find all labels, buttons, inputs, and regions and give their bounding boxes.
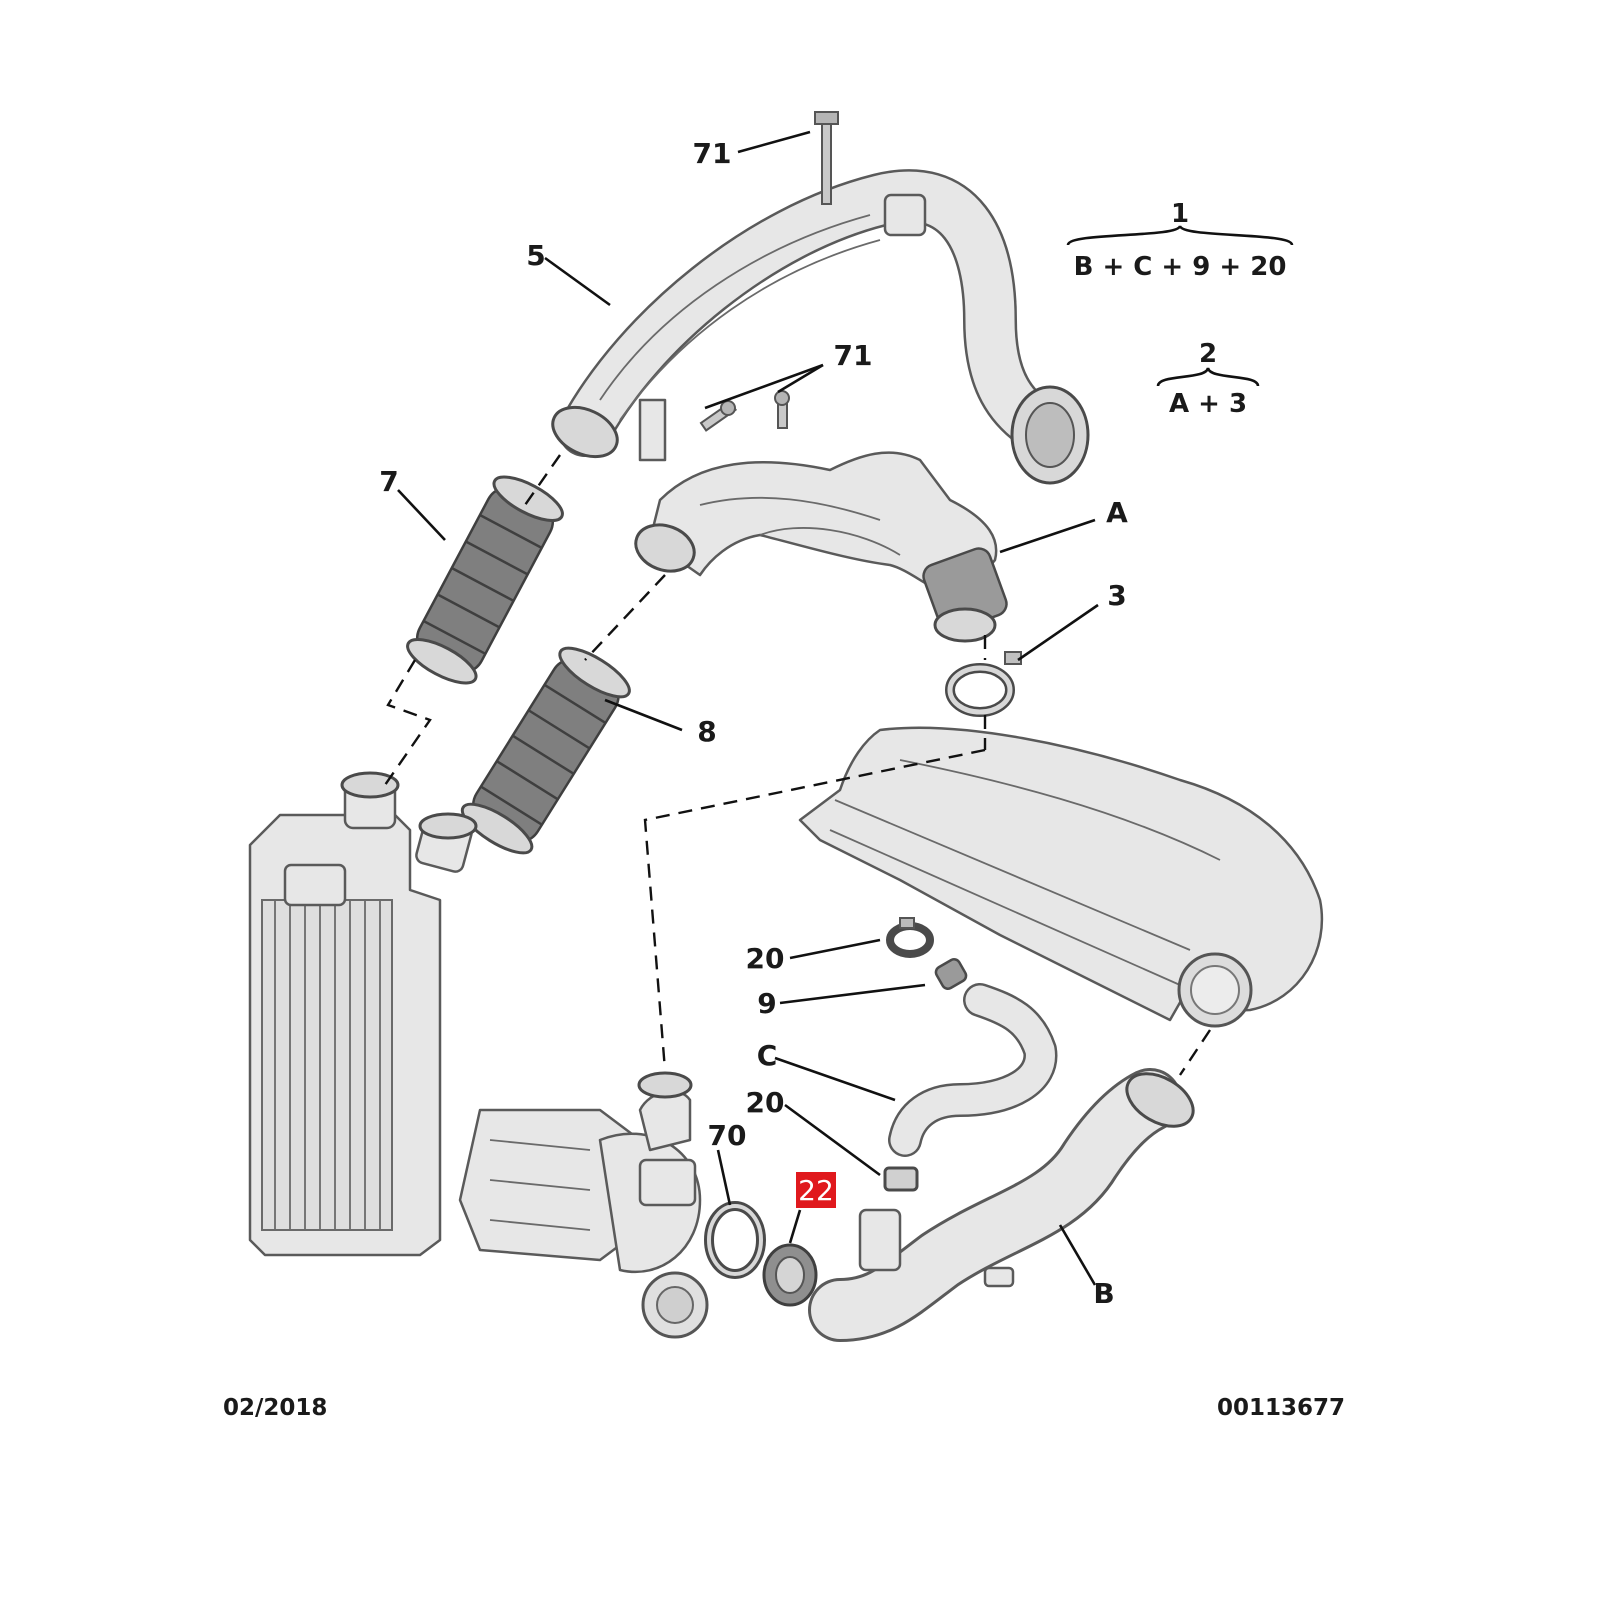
kit-2-brace xyxy=(1156,367,1260,387)
label-71-top: 71 xyxy=(693,137,732,170)
label-22: 22 xyxy=(798,1174,834,1207)
label-22-highlight xyxy=(796,1172,836,1208)
pipe-B xyxy=(808,1068,1195,1342)
intake-manifold xyxy=(798,726,1324,1028)
footer: 02/2018 00113677 xyxy=(223,1395,1345,1421)
label-20-bottom: 20 xyxy=(746,1086,785,1119)
kit-1-number: 1 xyxy=(1171,199,1189,229)
label-A: A xyxy=(1106,496,1128,529)
footer-code: 00113677 xyxy=(1217,1395,1345,1421)
kit-2-number: 2 xyxy=(1199,339,1217,369)
label-C: C xyxy=(757,1039,778,1072)
label-20-top: 20 xyxy=(746,942,785,975)
seal-22 xyxy=(762,1243,818,1307)
label-9: 9 xyxy=(757,987,776,1020)
clamp-70 xyxy=(704,1201,766,1279)
intake-pipe-A xyxy=(634,451,1008,643)
label-70: 70 xyxy=(708,1119,747,1152)
label-8: 8 xyxy=(697,715,716,748)
bolt-71-left xyxy=(699,400,738,432)
kit-2: 2 A + 3 xyxy=(1156,339,1260,419)
label-5: 5 xyxy=(526,239,545,272)
label-7: 7 xyxy=(379,465,398,498)
leader-lines xyxy=(397,130,1099,1286)
kit-1-formula: B + C + 9 + 20 xyxy=(1074,252,1287,282)
bolt-71-right xyxy=(774,390,790,429)
connection-dashes xyxy=(384,454,1211,1076)
label-71-mid: 71 xyxy=(834,339,873,372)
hose-C xyxy=(888,983,1058,1157)
part-labels: 71 5 71 7 A 3 8 20 9 C 20 70 22 B xyxy=(379,137,1128,1310)
kit-1-brace xyxy=(1066,225,1294,246)
hose-8 xyxy=(460,646,631,855)
clamp-20-bottom xyxy=(883,1166,919,1192)
bolt-71-top xyxy=(814,111,839,205)
footer-date: 02/2018 xyxy=(223,1395,327,1421)
clamp-20-top xyxy=(886,917,934,958)
label-3: 3 xyxy=(1107,579,1126,612)
clamp-3 xyxy=(945,651,1022,717)
upper-charge-pipe xyxy=(551,169,1090,485)
connector-9 xyxy=(934,958,968,990)
label-B: B xyxy=(1093,1277,1114,1310)
intercooler xyxy=(248,771,478,1257)
hose-7 xyxy=(406,475,564,685)
kit-2-formula: A + 3 xyxy=(1169,389,1247,419)
kit-1: 1 B + C + 9 + 20 xyxy=(1066,199,1294,282)
turbocharger xyxy=(458,1071,709,1339)
